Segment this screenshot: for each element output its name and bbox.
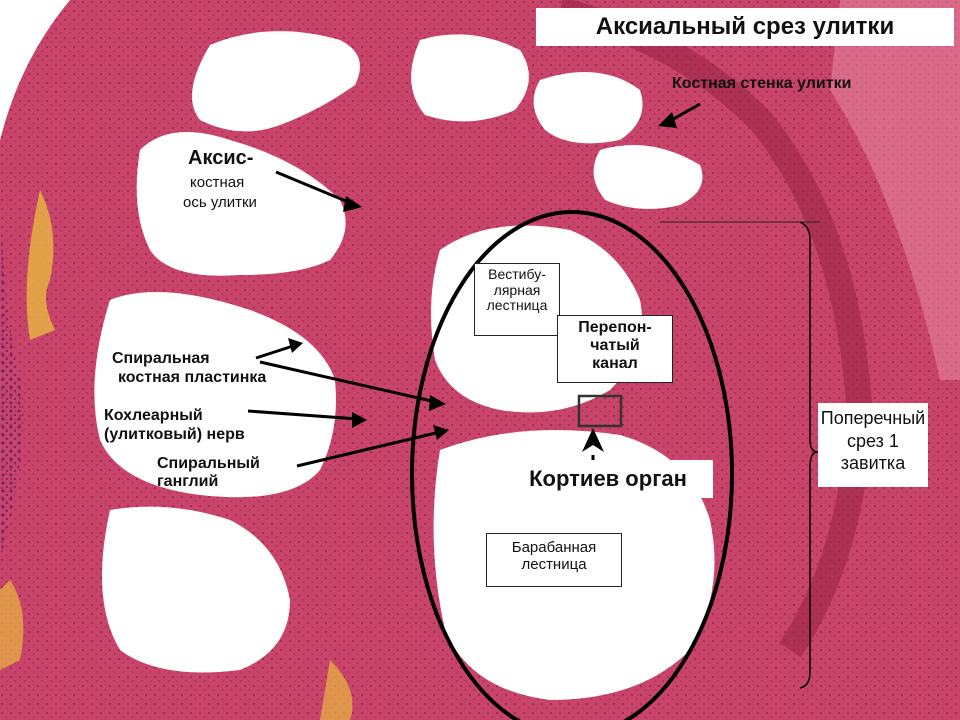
vestibular-line2: лярная: [493, 281, 541, 298]
page-title: Аксиальный срез улитки: [536, 8, 954, 46]
label-bone-wall: Костная стенка улитки: [672, 75, 852, 92]
corti-marker-box: [577, 394, 623, 428]
title-text: Аксиальный срез улитки: [595, 13, 895, 40]
turn-section-ellipse: [410, 210, 734, 720]
arrow-heads: [288, 112, 677, 452]
label-tympanic-box: Барабанная лестница: [486, 533, 622, 587]
label-ganglion-line2: ганглий: [157, 473, 219, 490]
pointer-arrows: [247, 102, 701, 470]
corti-text: Кортиев орган: [529, 466, 687, 491]
membranous-line3: канал: [592, 354, 638, 372]
label-section-box: Поперечный срез 1 завитка: [818, 403, 928, 487]
label-corti-box: Кортиев орган: [503, 460, 713, 498]
label-ganglion-line1: Спиральный: [157, 455, 260, 472]
tympanic-line1: Барабанная: [511, 539, 597, 556]
section-line1: Поперечный: [820, 408, 926, 428]
label-nerve-line1: Кохлеарный: [104, 407, 203, 424]
label-vestibular-box: Вестибу- лярная лестница: [474, 263, 560, 336]
vestibular-line3: лестница: [486, 297, 548, 314]
label-axis-line2: ось улитки: [183, 194, 257, 211]
membranous-line1: Перепон-: [578, 319, 652, 336]
label-axis-line1: костная: [190, 174, 245, 191]
label-nerve-line2: (улитковый) нерв: [104, 426, 245, 443]
bone-wall-band: [556, 0, 874, 658]
section-line3: завитка: [840, 453, 906, 473]
label-axis-word: Аксис-: [188, 147, 254, 169]
label-lamina-line1: Спиральная: [112, 350, 210, 367]
vestibular-line1: Вестибу-: [488, 266, 546, 282]
membranous-line2: чатый: [590, 336, 640, 354]
label-membranous-box: Перепон- чатый канал: [557, 315, 673, 383]
label-lamina-line2: костная пластинка: [118, 369, 267, 386]
section-line2: срез 1: [847, 430, 899, 451]
tympanic-line2: лестница: [521, 555, 587, 573]
